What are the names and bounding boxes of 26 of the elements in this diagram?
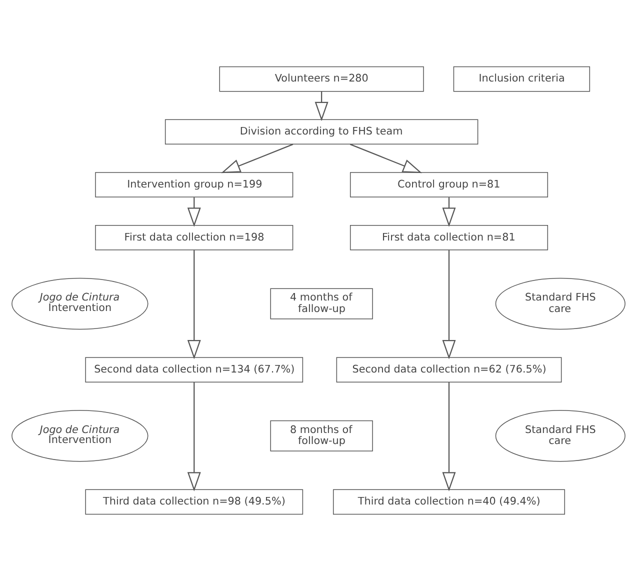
- arrow: [187, 196, 201, 226]
- arrow: [442, 382, 456, 491]
- node-box: Second data collection n=134 (67.7%): [85, 356, 304, 382]
- node-box: First data collection n=198: [95, 224, 294, 250]
- node-box: First data collection n=81: [350, 224, 548, 250]
- node-box: Inclusion criteria: [453, 66, 590, 92]
- node-box: Third data collection n=98 (49.5%): [85, 488, 304, 514]
- node-box: Third data collection n=40 (49.4%): [333, 488, 566, 514]
- node-ellipse: Standard FHS care: [495, 277, 626, 330]
- node-box: Division according to FHS team: [164, 118, 478, 144]
- arrow: [442, 250, 456, 359]
- arrow: [221, 143, 294, 173]
- arrow: [187, 382, 201, 491]
- arrow: [314, 91, 328, 121]
- node-ellipse: Jogo de Cintura Intervention: [12, 277, 148, 330]
- arrow: [187, 250, 201, 359]
- node-box: Volunteers n=280: [219, 66, 424, 92]
- node-box: Intervention group n=199: [95, 172, 294, 197]
- node-box: Control group n=81: [350, 172, 548, 197]
- arrow: [442, 196, 456, 226]
- arrow: [350, 143, 422, 173]
- node-box: Second data collection n=62 (76.5%): [336, 356, 562, 382]
- node-box: 4 months of fallow-up: [270, 288, 373, 319]
- node-ellipse: Standard FHS care: [495, 410, 626, 462]
- node-ellipse: Jogo de Cintura Intervention: [12, 410, 148, 462]
- node-box: 8 months of follow-up: [270, 420, 373, 451]
